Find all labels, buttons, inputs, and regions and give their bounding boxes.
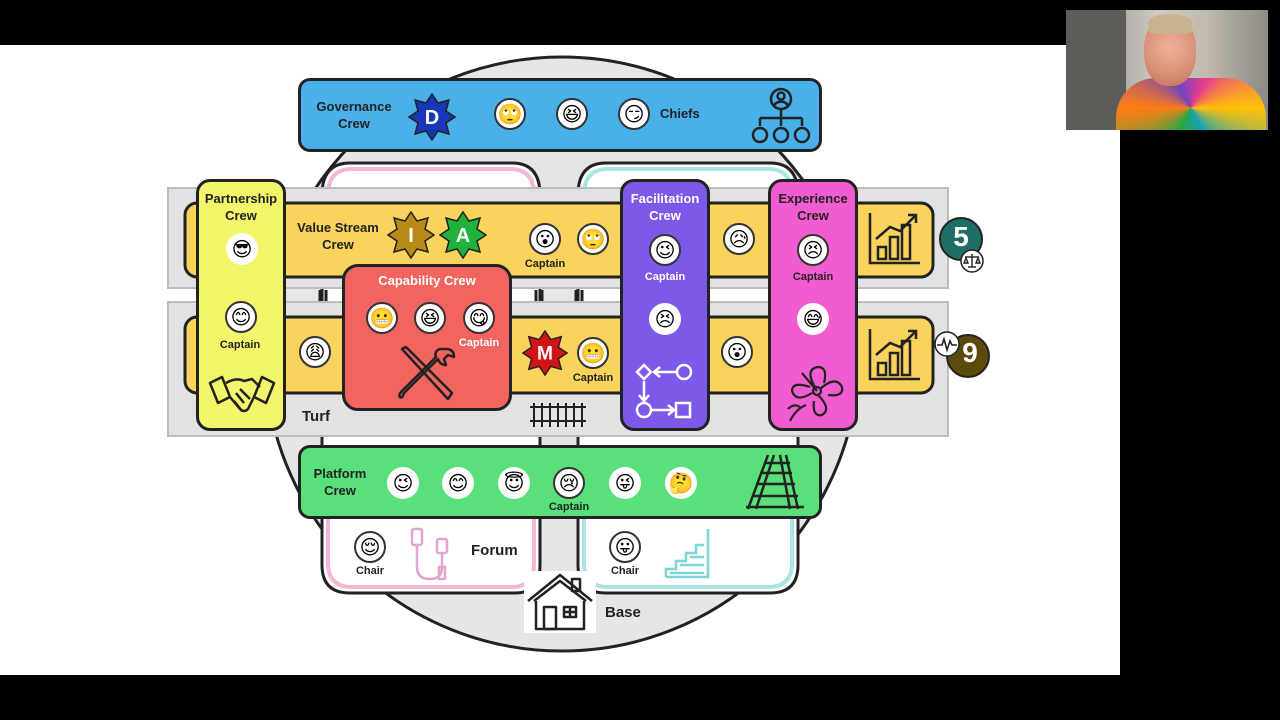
lower-stream-captain-face: 😬 <box>577 337 609 369</box>
initiator-badge: I <box>387 211 435 259</box>
experience-member-face: 😅 <box>797 303 829 335</box>
chief-face-1: 🙄 <box>494 98 526 130</box>
presenter-shirt <box>1116 78 1266 130</box>
handshake-icon <box>208 375 276 413</box>
experience-captain-label: Captain <box>792 271 834 283</box>
experience-title: Experience Crew <box>768 190 858 224</box>
experience-captain-face: 😣 <box>797 234 829 266</box>
value-stream-title-line1: Value Stream <box>297 220 379 235</box>
lower-stream-count: 9 <box>962 337 978 368</box>
value-stream-captain-face: 😮 <box>529 223 561 255</box>
decider-badge-letter: D <box>425 107 439 129</box>
approver-badge: A <box>439 211 487 259</box>
pulse-icon <box>934 331 960 357</box>
platform-member-face-4: 😜 <box>609 467 641 499</box>
hibiscus-icon <box>787 365 844 422</box>
chief-face-2: 😆 <box>556 98 588 130</box>
governance-title-line1: Governance <box>316 99 392 114</box>
slide: Governance Crew D 🙄 😆 😏 Chiefs Partnersh… <box>0 45 1120 675</box>
capability-crew <box>342 264 512 411</box>
turf-label: Turf <box>302 408 331 425</box>
facilitation-member-face: 😣 <box>649 303 681 335</box>
presenter-webcam-video <box>1066 10 1268 130</box>
initiator-badge-letter: I <box>408 225 414 247</box>
approver-badge-letter: A <box>456 225 470 247</box>
bottom-black-bar <box>0 675 1280 720</box>
governance-title: Governance Crew <box>306 98 402 132</box>
usb-cable-icon <box>410 527 449 581</box>
forum-label: Forum <box>471 542 518 559</box>
tools-icon <box>398 345 456 401</box>
stairs-icon <box>664 529 710 579</box>
facilitation-captain-label: Captain <box>644 271 686 283</box>
org-chart-icon <box>751 87 811 144</box>
chiefs-label: Chiefs <box>660 106 700 121</box>
maker-badge-letter: M <box>537 344 553 365</box>
platform-member-face-2: 😊 <box>442 467 474 499</box>
platform-title: Platform Crew <box>302 465 378 499</box>
house-icon <box>524 571 596 633</box>
value-stream-bar-chart-icon <box>868 213 920 265</box>
lower-stream-captain-label: Captain <box>572 372 614 384</box>
capability-captain-face: 😋 <box>463 302 495 334</box>
chief-face-3: 😏 <box>618 98 650 130</box>
value-stream-title-line2: Crew <box>322 237 354 252</box>
scales-icon <box>960 249 984 273</box>
value-stream-captain-label: Captain <box>524 258 566 270</box>
governance-title-line2: Crew <box>338 116 370 131</box>
capability-member-face-1: 😬 <box>366 302 398 334</box>
facilitation-title-line2: Crew <box>649 208 681 223</box>
facilitation-title-line1: Facilitation <box>630 191 700 206</box>
flow-diagram-icon <box>635 363 693 419</box>
value-stream-title: Value Stream Crew <box>290 219 386 253</box>
capability-captain-label: Captain <box>458 337 500 349</box>
platform-title-line2: Crew <box>324 483 356 498</box>
capability-member-face-2: 😆 <box>414 302 446 334</box>
value-stream-count: 5 <box>953 221 969 252</box>
railway-track-icon <box>746 454 804 510</box>
forum-chair-face: 😌 <box>354 531 386 563</box>
platform-member-face-3: 😇 <box>498 467 530 499</box>
partnership-title-line1: Partnership <box>204 191 278 206</box>
forum-chair-label: Chair <box>355 565 385 577</box>
presenter-hair <box>1148 14 1192 34</box>
partnership-title: Partnership Crew <box>196 190 286 224</box>
value-stream-member-face-2: 😥 <box>723 223 755 255</box>
platform-title-line1: Platform <box>313 466 367 481</box>
platform-member-face-5: 🤔 <box>665 467 697 499</box>
partnership-captain-face: 😊 <box>225 301 257 333</box>
value-stream-member-face: 🙄 <box>577 223 609 255</box>
platform-member-face-1: 😉 <box>387 467 419 499</box>
right-black-bar <box>1120 130 1280 720</box>
decider-badge: D <box>408 93 456 141</box>
lower-stream-bar-chart-icon <box>868 329 920 381</box>
base-label: Base <box>605 604 641 621</box>
facilitation-title: Facilitation Crew <box>620 190 710 224</box>
capability-title: Capability Crew <box>378 273 476 288</box>
lower-stream-face-2: 😮 <box>721 336 753 368</box>
partnership-title-line2: Crew <box>225 208 257 223</box>
platform-captain-face: 😢 <box>553 467 585 499</box>
facilitation-captain-face: 😉 <box>649 234 681 266</box>
lower-stream-face-1: 😩 <box>299 336 331 368</box>
partnership-member-face: 😎 <box>226 233 258 265</box>
platform-captain-label: Captain <box>548 501 590 513</box>
base-chair-face: 😛 <box>609 531 641 563</box>
maker-badge: M <box>522 330 568 376</box>
experience-title-line2: Crew <box>797 208 829 223</box>
experience-title-line1: Experience <box>778 191 848 206</box>
base-chair-label: Chair <box>610 565 640 577</box>
partnership-captain-label: Captain <box>219 339 261 351</box>
